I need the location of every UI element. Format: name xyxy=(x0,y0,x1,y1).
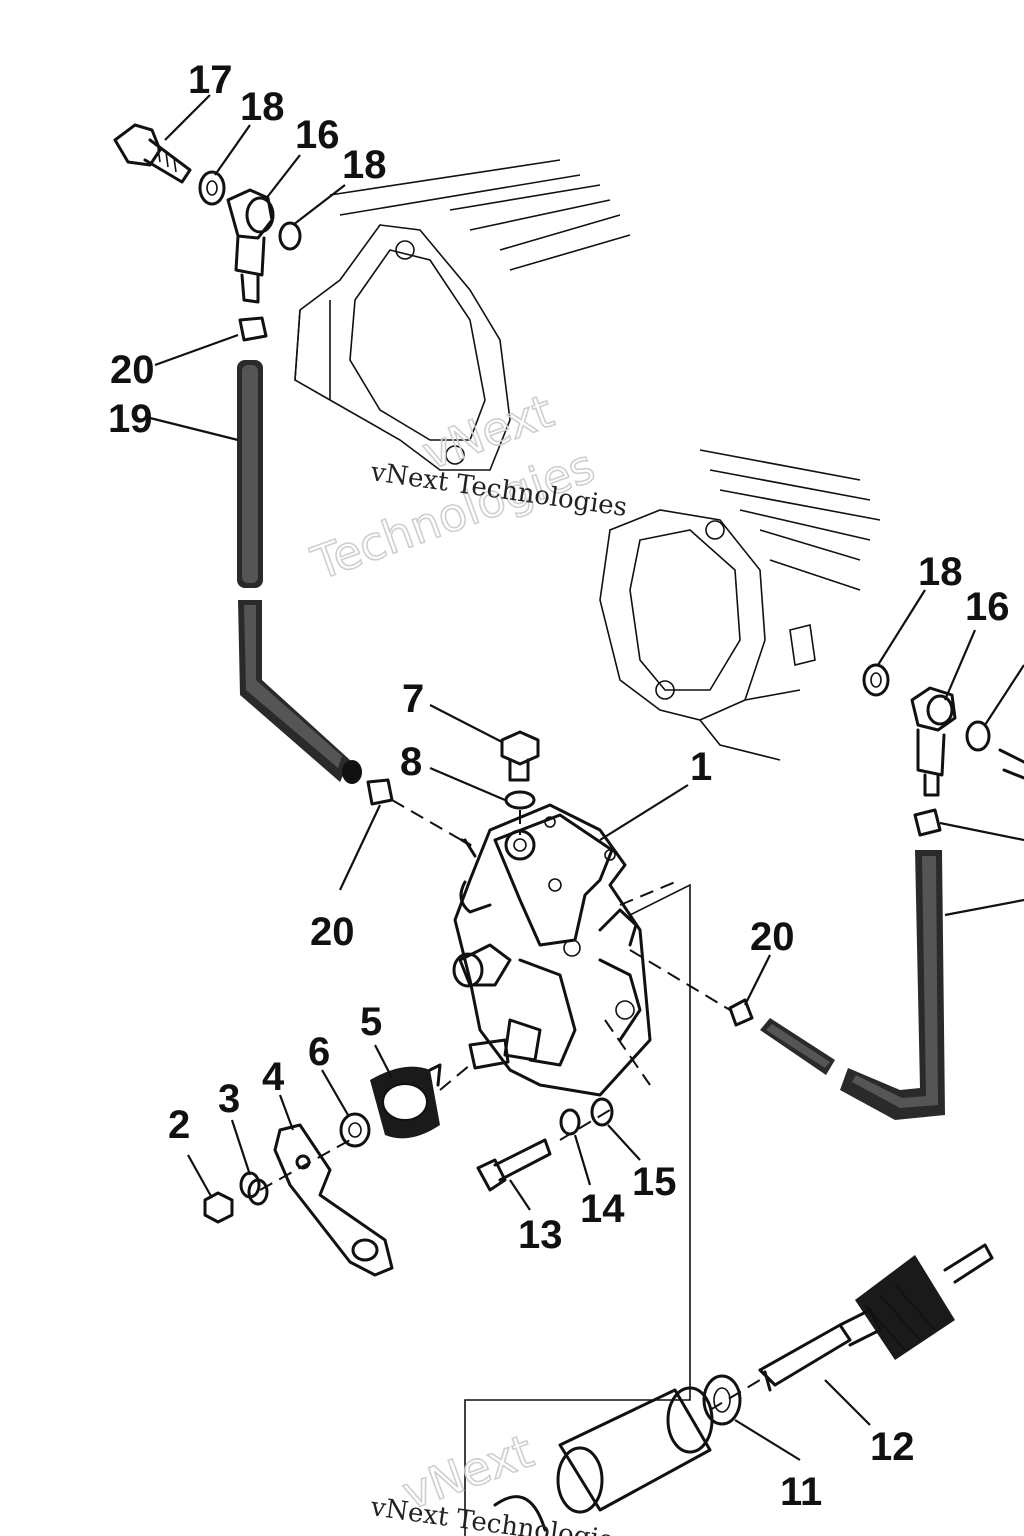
oil-pump-body xyxy=(452,803,731,1097)
drive-shaft xyxy=(758,1243,994,1392)
callout-20c: 20 xyxy=(750,915,795,959)
drain-plug xyxy=(500,730,540,835)
callout-19: 19 xyxy=(108,397,153,441)
watermark-top: vNext Technologies vNext Technologies xyxy=(304,383,629,592)
callout-14: 14 xyxy=(580,1187,625,1231)
callout-5: 5 xyxy=(360,1000,382,1044)
callout-7: 7 xyxy=(402,677,424,721)
leader-lines xyxy=(149,94,1024,1461)
callout-11: 11 xyxy=(780,1470,822,1514)
banjo-fitting xyxy=(226,188,275,304)
callout-8: 8 xyxy=(400,740,422,784)
callout-16b: 16 xyxy=(965,585,1010,629)
callout-20b: 20 xyxy=(310,910,355,954)
mounting-bolt xyxy=(476,1097,614,1192)
callout-6: 6 xyxy=(308,1030,330,1074)
watermark-bottom: vNext vNext Technologies xyxy=(368,1423,629,1536)
engine-casing-lower xyxy=(599,449,881,761)
callout-13: 13 xyxy=(518,1213,563,1257)
engine-casing-upper xyxy=(294,159,631,471)
callout-3: 3 xyxy=(218,1077,240,1121)
banjo-bolt xyxy=(113,123,192,184)
watermark-caption-2: vNext Technologies xyxy=(368,1492,629,1536)
spring xyxy=(370,1063,442,1139)
callout-1: 1 xyxy=(690,745,712,789)
callout-4: 4 xyxy=(262,1055,285,1099)
callout-18b: 18 xyxy=(342,143,387,187)
callout-2: 2 xyxy=(168,1103,190,1147)
callout-15: 15 xyxy=(632,1160,677,1204)
callout-17: 17 xyxy=(188,58,233,102)
callout-16a: 16 xyxy=(295,113,340,157)
callout-numbers: 17 18 16 18 20 19 7 8 1 20 20 18 16 5 6 … xyxy=(108,58,1010,1514)
callout-20a: 20 xyxy=(110,348,155,392)
left-oil-line xyxy=(113,123,471,846)
right-oil-line xyxy=(728,663,1024,1120)
callout-12: 12 xyxy=(870,1425,915,1469)
callout-18c: 18 xyxy=(918,550,963,594)
callout-18a: 18 xyxy=(240,85,285,129)
oil-hose-right xyxy=(760,850,945,1120)
oil-hose-left xyxy=(237,360,362,784)
